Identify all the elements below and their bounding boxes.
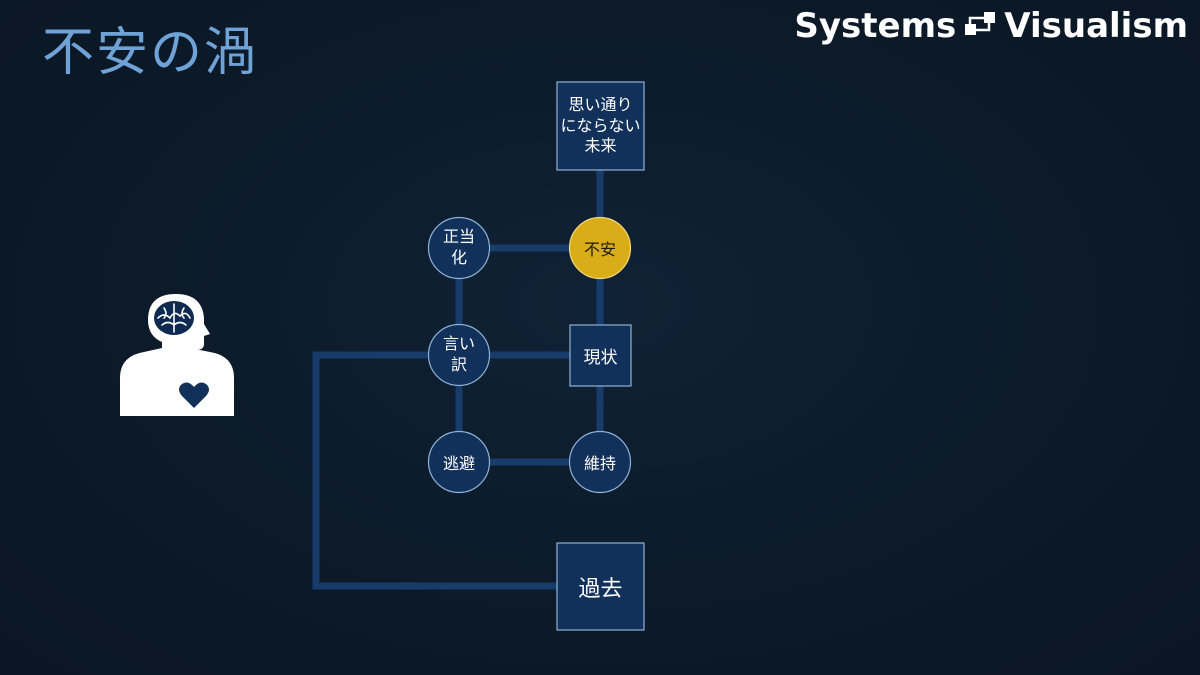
- brand-name-left: Systems: [794, 6, 957, 46]
- brand-name-right: Visualism: [1004, 6, 1188, 46]
- node-current: [569, 324, 632, 387]
- node-maintain: [568, 430, 632, 494]
- connectors: [312, 170, 604, 590]
- head-brain-heart-icon: [120, 294, 234, 416]
- node-justify-label: 正当 化: [442, 227, 475, 267]
- node-avoid-label: 逃避: [442, 454, 475, 473]
- node-excuse: [427, 323, 491, 387]
- node-past-label: 過去: [578, 576, 623, 602]
- slide-title: 不安の渦: [42, 23, 259, 83]
- link-excuse-past: [312, 351, 557, 590]
- node-past: [556, 542, 645, 631]
- node-justify: [427, 216, 491, 280]
- node-future-label: 思い通り にならない 未来: [560, 94, 641, 156]
- systems-link-icon: [965, 12, 996, 35]
- node-avoid: [427, 430, 491, 494]
- node-anxiety-label: 不安: [583, 240, 616, 259]
- heart-icon: [179, 382, 209, 408]
- node-anxiety: [568, 216, 632, 280]
- node-excuse-label: 言い 訳: [442, 334, 475, 374]
- node-future: [556, 81, 645, 171]
- node-current-label: 現状: [583, 348, 618, 368]
- brain-icon: [154, 301, 194, 335]
- node-maintain-label: 維持: [583, 454, 616, 473]
- brand-logo: Systems Visualism: [794, 6, 1188, 46]
